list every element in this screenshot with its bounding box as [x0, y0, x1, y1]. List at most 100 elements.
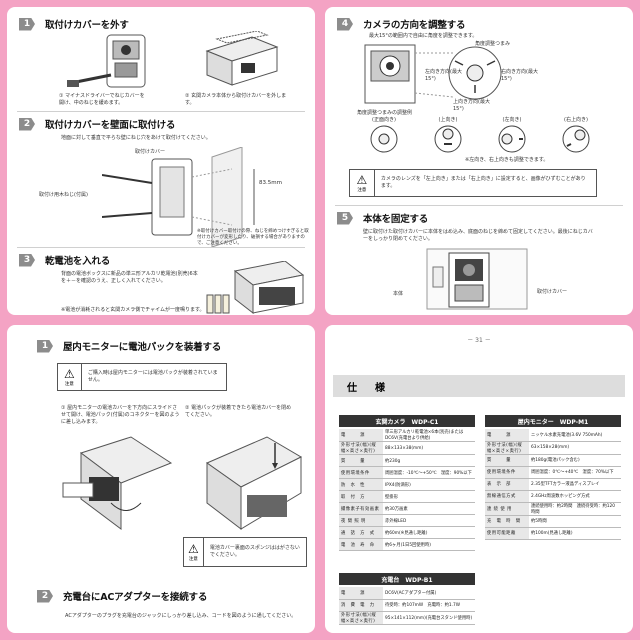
caption-b: ② 電池パックが装着できたら電池カバーを閉めてください。	[185, 405, 292, 418]
knob-example: (上向き)	[419, 117, 477, 158]
divider	[335, 205, 623, 206]
spec-row: 連 続 使 用連続使用時：約2時間 連続待受時：約120時間	[485, 502, 621, 516]
cover-label: 取付けカバー	[537, 289, 568, 295]
caption-a: ① 屋内モニターの電池カバーを下方向にスライドさせて開け、電池パック(付属)のコ…	[61, 405, 180, 425]
panel-install-cover: 1 取付けカバーを外す ① マイナスドライバーでねじカバーを開け、中のねじを緩め…	[7, 7, 315, 315]
spec-key: 外形寸法(幅)(縦幅×高さ×奥行)	[485, 441, 529, 455]
examples-note: ※左向き、右上向きも調整できます。	[465, 157, 549, 163]
example-label: (右上向き)	[564, 117, 588, 123]
up-direction-label: 上向き方向(最大15°)	[453, 99, 490, 112]
caution-message: カメラのレンズを「左上向き」または「右上向き」に設定すると、画像がひずむことがあ…	[380, 176, 586, 189]
knob-label: 角度調整つまみ	[475, 41, 511, 47]
spec-key: 質 量	[485, 454, 529, 467]
warning-icon: ⚠	[356, 172, 368, 187]
page-number: － 31 －	[467, 337, 491, 344]
step-1-caption-a: ① マイナスドライバーでねじカバーを開け、中のねじを緩めます。	[59, 93, 145, 106]
warning-icon: ⚠	[64, 366, 75, 381]
step-number: 5	[337, 211, 353, 225]
spec-key: 充 電 時 間	[485, 515, 529, 528]
camera-fixed-illustration	[426, 248, 528, 310]
spec-value: 約6ヶ月(1日5回使用時)	[383, 538, 475, 551]
remove-screw-cover-illustration	[67, 34, 146, 88]
knob-front-icon	[370, 125, 398, 153]
caution-label: 注意	[64, 381, 74, 387]
example-label: (正面向き)	[372, 117, 396, 123]
spec-value: 約30万画素	[383, 502, 475, 515]
knob-example: (正面向き)	[355, 117, 413, 158]
caution-label: 注意	[357, 187, 367, 193]
spec-key: 連 続 使 用	[485, 502, 529, 516]
spec-key: 電 源	[339, 429, 383, 442]
spec-value: 周囲温度：-10℃～+50℃ 湿度：90%以下	[383, 466, 475, 479]
knob-example: (左向き)	[483, 117, 541, 158]
spec-value: 赤外線LED	[383, 514, 475, 527]
monitor-spec-header: 屋内モニター WDP-M1	[485, 415, 621, 427]
step-4-header: 4 カメラの方向を調整する	[337, 17, 466, 31]
spec-value: 約230g	[383, 454, 475, 467]
step-title: 取付けカバーを壁面に取付ける	[45, 120, 176, 131]
step-3-note: ※電池が消耗されると玄関カメラ側でチャイムが一度鳴ります。	[61, 307, 205, 313]
page-title: 仕 様	[347, 382, 389, 394]
battery-insert-illustration	[62, 436, 173, 530]
spec-row: 夜 間 照 明赤外線LED	[339, 514, 475, 527]
left-direction-label: 左向き方向(最大15°)	[425, 69, 462, 82]
spec-key: 消 費 電 力	[339, 599, 383, 612]
step-title: 屋内モニターに電池パックを装着する	[63, 342, 222, 353]
spec-key: 外形寸法(幅)(縦幅×高さ×奥行)	[339, 441, 383, 455]
example-label: (左向き)	[502, 117, 522, 123]
cover-label: 取付けカバー	[135, 149, 166, 155]
spec-value: 約180g(電池パック含む)	[529, 454, 621, 467]
caution-icon-block: ⚠ 注意	[184, 538, 204, 566]
caution-message: 電池カバー裏面のスポンジははがさないでください。	[209, 545, 300, 558]
step-3-description: 背面の電池ボックスに新品の単三形アルカリ乾電池(別売)6本を＋－を確認のうえ、正…	[61, 271, 198, 284]
dimension-label: 83.5mm	[259, 180, 282, 186]
wall-mount-illustration	[102, 147, 255, 247]
step-2-header: 2 充電台にACアダプターを接続する	[37, 589, 207, 603]
spec-row: 使用環境条件周囲温度：0℃～+40℃ 湿度：70%以下	[485, 466, 621, 479]
step-number: 1	[37, 339, 53, 353]
knob-example: (右上向き)	[547, 117, 605, 158]
step-1-header: 1 屋内モニターに電池パックを装着する	[37, 339, 221, 353]
spec-key: 電 源	[339, 587, 383, 600]
panel-specifications: － 31 － 仕 様 玄関カメラ WDP-C1 電 源単三形アルカリ乾電池×6本…	[325, 325, 633, 633]
spec-value: 待受時：約107mW 充電時：約1.7W	[383, 599, 475, 612]
spec-key: 使用環境条件	[485, 466, 529, 479]
spec-value: 壁掛形	[383, 490, 475, 503]
step-title: カメラの方向を調整する	[363, 20, 466, 31]
remove-cover-illustration	[205, 31, 279, 86]
spec-key: 質 量	[339, 454, 383, 467]
body-label: 本体	[393, 291, 404, 297]
spec-row: 電 源ニッケル水素充電池(3.6V 750mAh)	[485, 429, 621, 442]
panel-adjust-camera: 4 カメラの方向を調整する 最大15°の範囲内で自由に角度を調整できます。 角度…	[325, 7, 633, 315]
spec-key: 電 池 寿 命	[339, 538, 383, 551]
step-number: 3	[19, 253, 35, 267]
spec-value: DC6V(ACアダプター付属)	[383, 587, 475, 600]
spec-value: 88×133×38(mm)	[383, 441, 475, 455]
step-title: 充電台にACアダプターを接続する	[63, 592, 208, 603]
spec-row: 取 付 方壁掛形	[339, 490, 475, 503]
spec-value: 約60m(※見通し距離)	[383, 526, 475, 539]
step-number: 2	[19, 117, 35, 131]
spec-value: 周囲温度：0℃～+40℃ 湿度：70%以下	[529, 466, 621, 479]
spec-row: 外形寸法(幅)(縦幅×高さ×奥行)63×158×28(mm)	[485, 441, 621, 455]
caution-box: ⚠ 注意 電池カバー裏面のスポンジははがさないでください。	[183, 537, 307, 567]
step-5-description: 壁に取付けた取付けカバーに本体をはめ込み、底面のねじを締めて固定してください。最…	[363, 229, 593, 242]
spec-value: 2.35型TFTカラー液晶ディスプレイ	[529, 478, 621, 491]
spec-key: 使用可能距離	[485, 527, 529, 540]
spec-key: 取 付 方	[339, 490, 383, 503]
spec-row: 外形寸法(幅)(縦幅×高さ×奥行)95×141×112(mm)(充電台スタンド使…	[339, 611, 475, 625]
step-number: 4	[337, 17, 353, 31]
caution-icon-block: ⚠ 注意	[350, 170, 375, 196]
caution-box: ⚠ 注意 ご購入時は屋内モニターには電池パックが装着されていません。	[57, 363, 227, 391]
spec-row: 質 量約230g	[339, 454, 475, 467]
knob-up-icon	[434, 125, 462, 153]
spec-key: 撮像素子有効画素	[339, 502, 383, 515]
step-title: 乾電池を入れる	[45, 256, 111, 267]
caution-box: ⚠ 注意 カメラのレンズを「左上向き」または「右上向き」に設定すると、画像がひず…	[349, 169, 597, 197]
warning-icon: ⚠	[188, 541, 199, 556]
spec-key: 電 源	[485, 429, 529, 442]
